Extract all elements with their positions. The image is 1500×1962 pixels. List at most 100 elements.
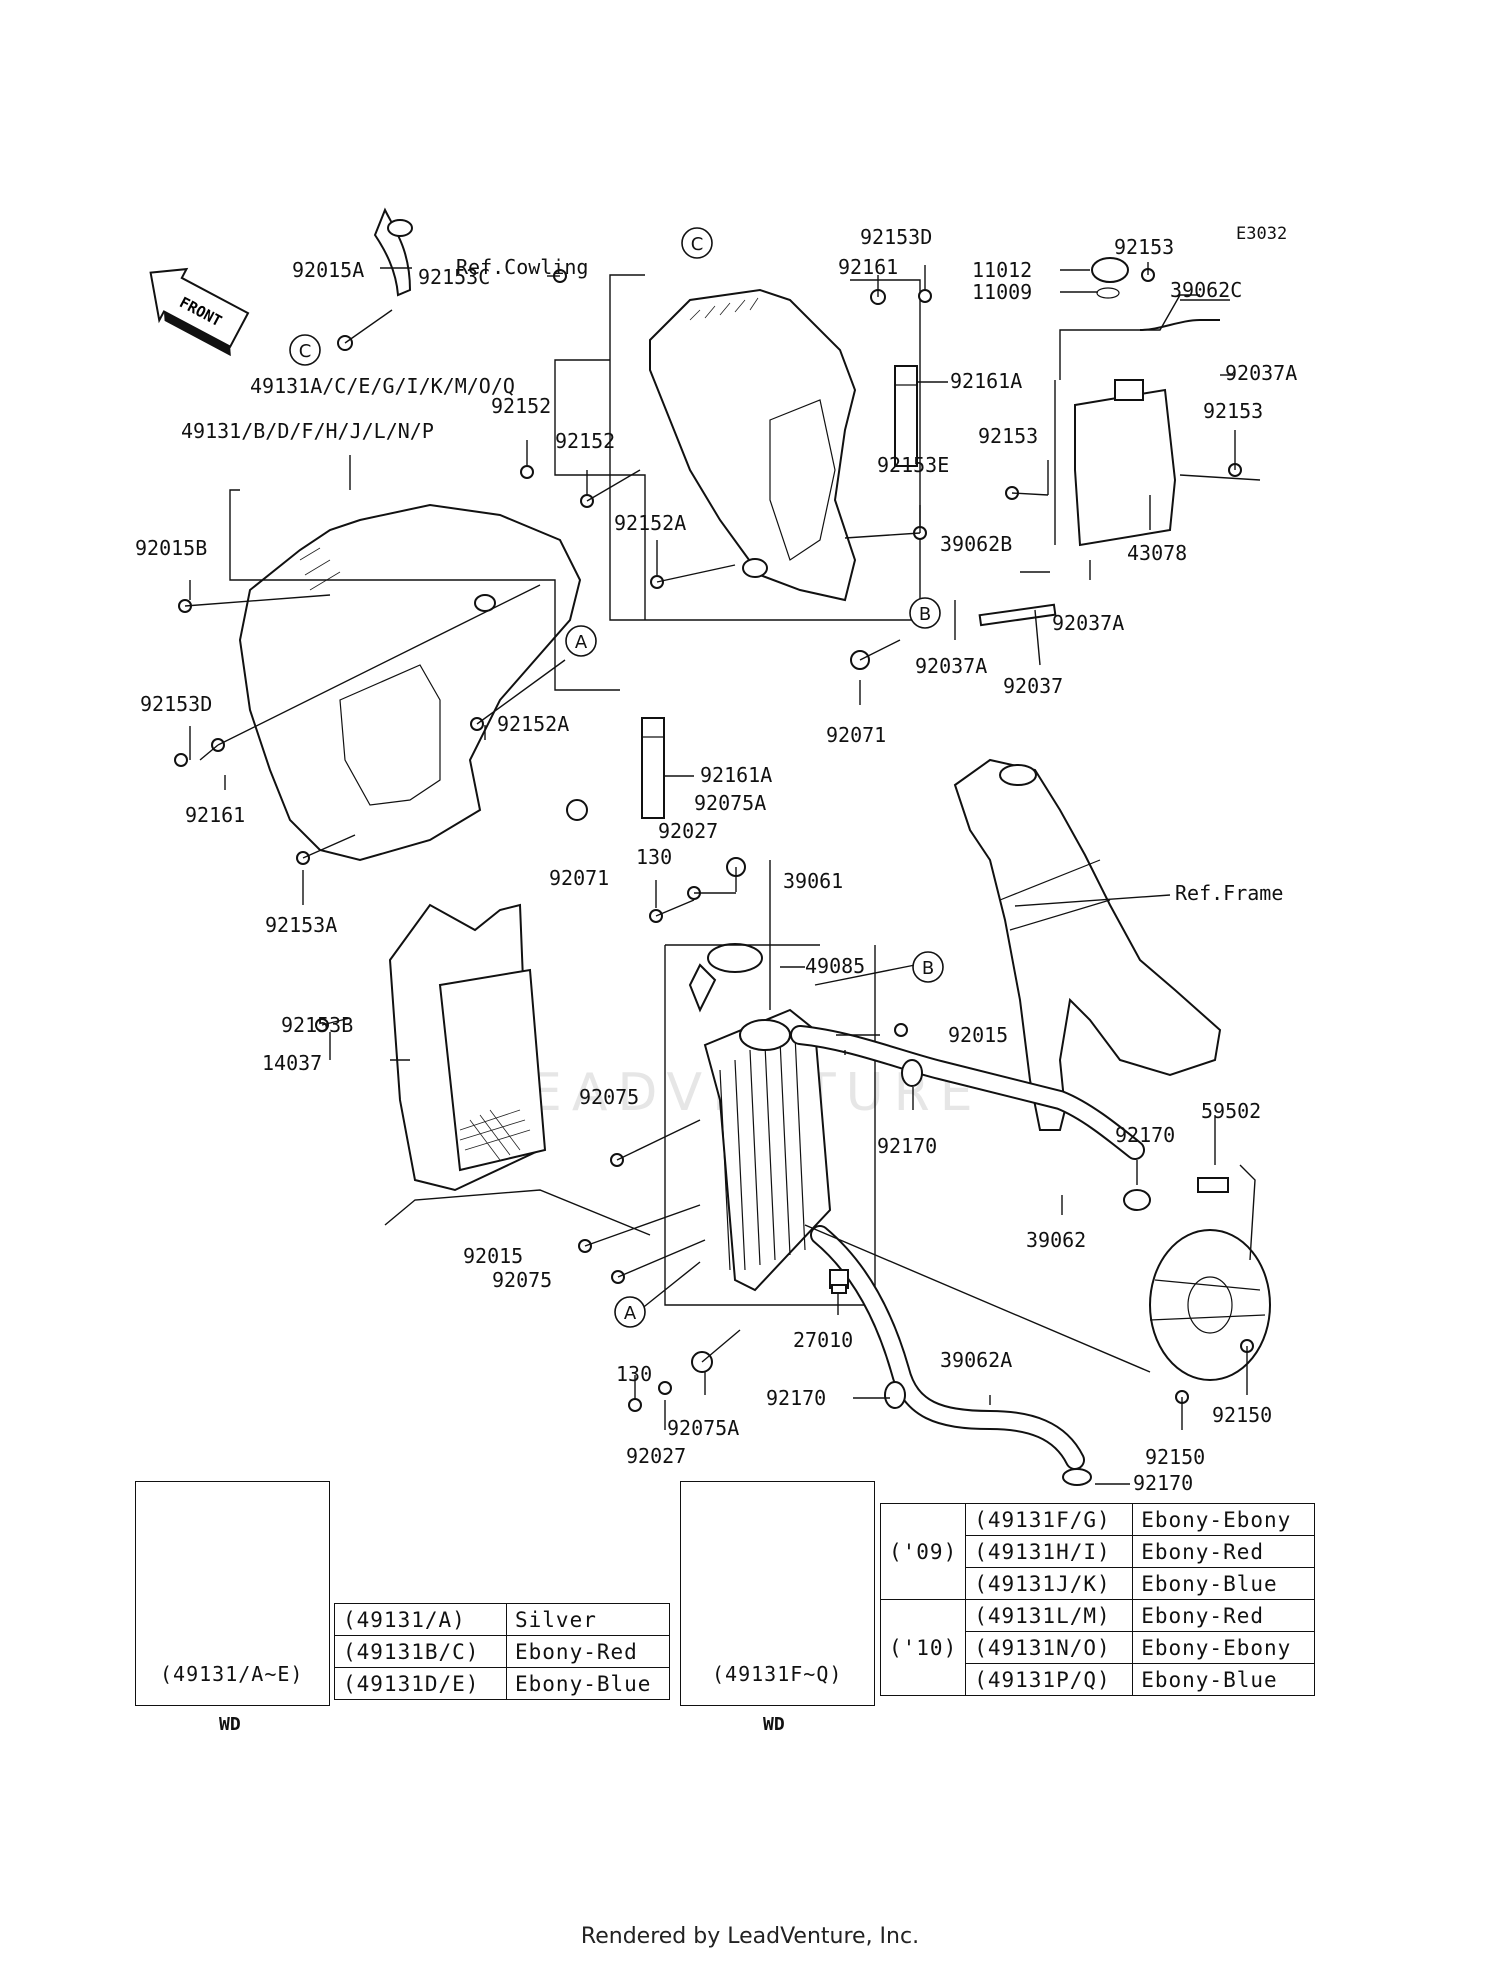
callout-92037A-2: 92037A <box>1052 611 1124 635</box>
callout-92075A-top: 92075A <box>694 791 766 815</box>
callout-92150-a: 92150 <box>1212 1403 1272 1427</box>
table-cell-model: (49131N/O) <box>965 1631 1134 1664</box>
footer-credit: Rendered by LeadVenture, Inc. <box>580 1924 920 1949</box>
callout-92075-low: 92075 <box>492 1268 552 1292</box>
inset-left-wd: WD <box>219 1714 241 1735</box>
svg-text:C: C <box>299 341 312 362</box>
callout-92037A-1: 92037A <box>1225 361 1297 385</box>
ref-letter-b-radiator: B <box>912 951 944 983</box>
callout-92153-tr3: 92153 <box>978 424 1038 448</box>
table-cell-model: (49131F/G) <box>965 1503 1134 1536</box>
table-row: (49131/A) Silver <box>334 1603 670 1636</box>
callout-92015B: 92015B <box>135 536 207 560</box>
table-cell-color: Ebony-Blue <box>1132 1663 1316 1696</box>
table-row: (49131P/Q) Ebony-Blue <box>881 1663 1316 1696</box>
table-cell-color: Ebony-Ebony <box>1132 1503 1316 1536</box>
callout-49131A-C-E: 49131A/C/E/G/I/K/M/O/Q <box>250 374 515 398</box>
table-cell-color: Ebony-Red <box>1132 1535 1316 1568</box>
callout-130-low: 130 <box>616 1362 652 1386</box>
callout-92152-mid: 92152 <box>555 429 615 453</box>
callout-92161A-mid: 92161A <box>700 763 772 787</box>
table-cell-year-10: ('10) <box>879 1599 967 1696</box>
breather-tube-part <box>978 603 1057 627</box>
inset-left-label: (49131/A~E) <box>160 1662 304 1686</box>
callout-39062C: 39062C <box>1170 278 1242 302</box>
callout-92075A-low: 92075A <box>667 1416 739 1440</box>
callout-130-top: 130 <box>636 845 672 869</box>
callout-92153-tr2: 92153 <box>1203 399 1263 423</box>
spacer-icons <box>641 365 918 819</box>
callout-92153C: 92153C <box>418 265 490 289</box>
callout-92015A: 92015A <box>292 258 364 282</box>
callout-ref-cowling: Ref.Cowling <box>456 255 588 279</box>
callout-92037A-3: 92037A <box>915 654 987 678</box>
svg-text:C: C <box>691 234 704 255</box>
table-row: (49131D/E) Ebony-Blue <box>334 1667 670 1700</box>
callout-92150-b: 92150 <box>1145 1445 1205 1469</box>
callout-92153E: 92153E <box>877 453 949 477</box>
callout-49131-B-D-F: 49131/B/D/F/H/J/L/N/P <box>181 419 434 443</box>
callout-92027-top: 92027 <box>658 819 718 843</box>
callout-59502: 59502 <box>1201 1099 1261 1123</box>
frame-part <box>953 758 1222 1131</box>
table-cell-color: Ebony-Red <box>1132 1599 1316 1632</box>
ref-letter-c-top: C <box>681 227 713 259</box>
ref-letter-b-tank: B <box>909 597 941 629</box>
table-cell-color: Ebony-Blue <box>506 1667 670 1700</box>
callout-92170-c: 92170 <box>766 1386 826 1410</box>
svg-text:A: A <box>575 632 588 653</box>
cooling-fan-part <box>1149 1164 1271 1381</box>
svg-text:B: B <box>922 958 934 979</box>
color-table-right: ('09) (49131F/G) Ebony-Ebony (49131H/I) … <box>879 1503 1316 1696</box>
ref-letter-a-top: A <box>565 625 597 657</box>
ref-letter-c-left: C <box>289 334 321 366</box>
table-cell-model: (49131L/M) <box>965 1599 1134 1632</box>
callout-ref-frame: Ref.Frame <box>1175 881 1283 905</box>
table-cell-model: (49131J/K) <box>965 1567 1134 1600</box>
table-cell-color: Ebony-Red <box>506 1635 670 1668</box>
table-cell-model: (49131P/Q) <box>965 1663 1134 1696</box>
table-cell-model: (49131D/E) <box>334 1667 507 1700</box>
callout-43078: 43078 <box>1127 541 1187 565</box>
callout-92071-mid: 92071 <box>549 866 609 890</box>
callout-39061: 39061 <box>783 869 843 893</box>
thermo-switch-part <box>829 1269 849 1294</box>
inset-left-box <box>135 1481 330 1706</box>
inset-right-box <box>680 1481 875 1706</box>
left-shroud-part <box>238 503 582 862</box>
hose-clamp-icons <box>884 1059 1151 1486</box>
table-cell-color: Ebony-Blue <box>1132 1567 1316 1600</box>
callout-92170-b: 92170 <box>1115 1123 1175 1147</box>
callout-39062A: 39062A <box>940 1348 1012 1372</box>
inset-right-label: (49131F~Q) <box>712 1662 843 1686</box>
ref-letter-a-low: A <box>614 1296 646 1328</box>
callout-27010: 27010 <box>793 1328 853 1352</box>
svg-text:A: A <box>624 1303 637 1324</box>
table-cell-year-09: ('09) <box>879 1503 967 1600</box>
callout-92152-top: 92152 <box>491 394 551 418</box>
table-row: (49131J/K) Ebony-Blue <box>881 1567 1316 1600</box>
right-shroud-part <box>649 288 857 602</box>
table-cell-color: Ebony-Ebony <box>1132 1631 1316 1664</box>
upper-hose-part <box>792 1027 1143 1158</box>
leader-lines <box>184 262 1261 1485</box>
callout-92153D-left: 92153D <box>140 692 212 716</box>
table-cell-model: (49131/A) <box>334 1603 507 1636</box>
table-row: ('09) (49131F/G) Ebony-Ebony <box>879 1503 1316 1600</box>
table-row: (49131N/O) Ebony-Ebony <box>881 1631 1316 1664</box>
callout-92037: 92037 <box>1003 674 1063 698</box>
table-cell-model: (49131H/I) <box>965 1535 1134 1568</box>
table-row: ('10) (49131L/M) Ebony-Red <box>879 1599 1316 1696</box>
callout-92015-left: 92015 <box>463 1244 523 1268</box>
table-row: (49131B/C) Ebony-Red <box>334 1635 670 1668</box>
callout-92153B: 92153B <box>281 1013 353 1037</box>
callout-92071-top: 92071 <box>826 723 886 747</box>
callout-92152A-top: 92152A <box>614 511 686 535</box>
callout-92153A: 92153A <box>265 913 337 937</box>
callout-49085: 49085 <box>805 954 865 978</box>
callout-92027-low: 92027 <box>626 1444 686 1468</box>
table-cell-model: (49131B/C) <box>334 1635 507 1668</box>
lower-hose-part <box>812 1227 1083 1468</box>
